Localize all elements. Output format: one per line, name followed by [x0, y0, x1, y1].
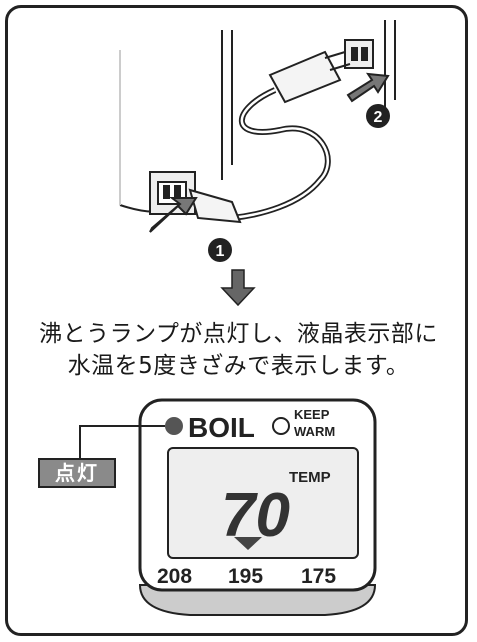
- instruction-line-2: 水温を5度きざみで表示します。: [67, 353, 410, 379]
- arrow-step-1: [149, 197, 198, 233]
- wall-plug: [268, 50, 351, 104]
- step-2-number: 2: [374, 109, 383, 126]
- lcd-display: [167, 447, 359, 559]
- instruction-line-1: 沸とうランプが点灯し、液晶表示部に: [39, 321, 438, 347]
- temp-label: TEMP: [289, 469, 331, 486]
- step-1-number: 1: [216, 243, 225, 260]
- preset-pointer: [234, 537, 262, 550]
- arrow-step-2: [346, 72, 390, 103]
- keep-label-top: KEEP: [294, 407, 330, 422]
- down-arrow: [220, 269, 256, 307]
- boil-label: BOIL: [188, 412, 255, 443]
- control-panel: BOIL KEEP WARM 70 TEMP 208 195 175: [79, 398, 377, 616]
- lit-callout-label: 点灯: [38, 458, 116, 488]
- step-2-marker: 2: [366, 104, 390, 128]
- callout-leader: [79, 425, 165, 458]
- preset-208: 208: [157, 565, 192, 588]
- keep-warm-lamp: [272, 417, 290, 435]
- step-1-marker: 1: [208, 238, 232, 262]
- keep-label-bottom: WARM: [294, 424, 335, 439]
- preset-195: 195: [228, 565, 263, 588]
- preset-175: 175: [301, 565, 336, 588]
- boil-lamp: [165, 417, 183, 435]
